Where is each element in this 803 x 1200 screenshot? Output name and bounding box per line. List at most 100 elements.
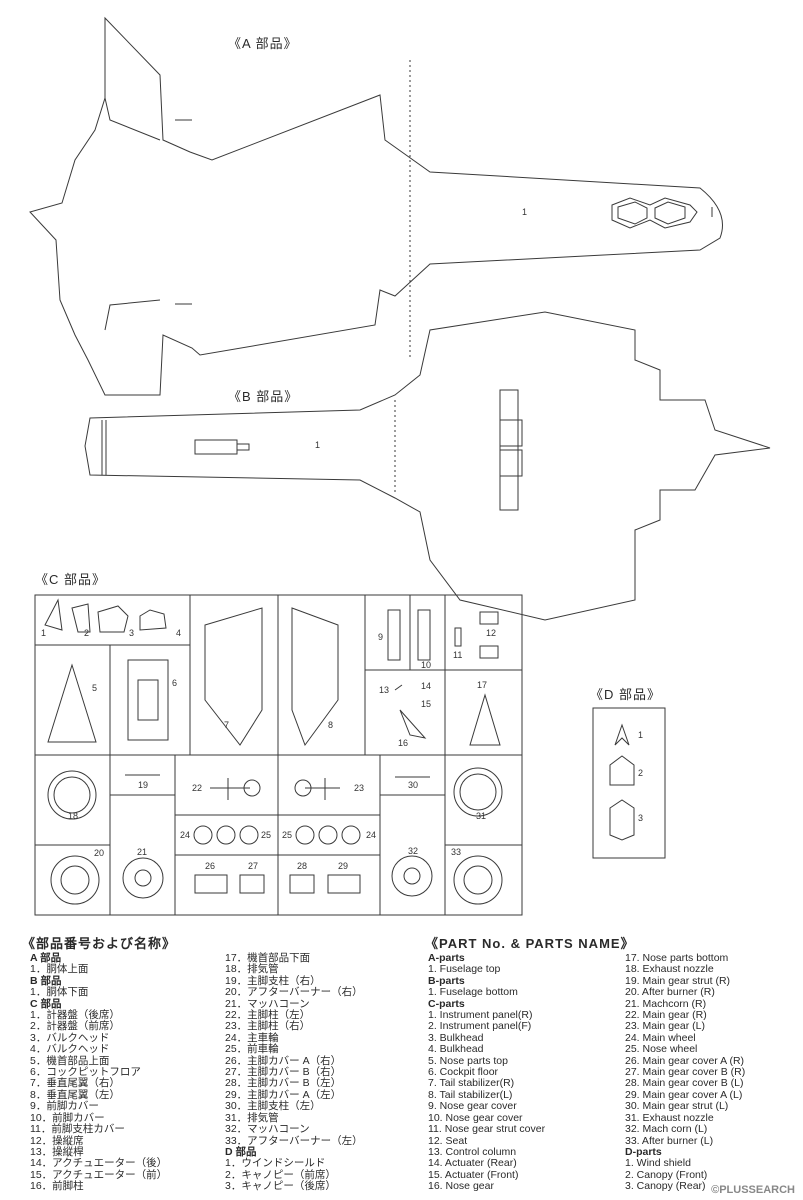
list-item: 21. Machcorn (R) [625, 997, 707, 1010]
part-number-c16: 16 [398, 738, 409, 748]
d-sprue-parts [609, 723, 635, 841]
part-number-c7: 7 [224, 720, 230, 730]
part-number-d1: 1 [638, 730, 644, 740]
part-number-c1: 1 [41, 628, 47, 638]
part-number-c25-right: 25 [282, 830, 293, 840]
part-number-c11: 11 [453, 650, 463, 660]
list-item: 1. Fuselage bottom [428, 986, 518, 999]
en-list-title: 《PART No. & PARTS NAME》 [425, 936, 635, 951]
part-number-c29: 29 [338, 861, 349, 871]
list-item: 32. Mach corn (L) [625, 1123, 708, 1136]
part-number-c30: 30 [408, 780, 419, 790]
list-heading: B 部品 [30, 974, 62, 987]
part-number-c25-left: 25 [261, 830, 272, 840]
list-item: 4. Bulkhead [428, 1043, 484, 1056]
list-item: 9．前脚カバー [30, 1100, 99, 1113]
list-item: 10．前脚カバー [30, 1111, 105, 1124]
part-number-c28: 28 [297, 861, 308, 871]
list-item: 19. Main gear strut (R) [625, 974, 731, 987]
section-label-d: 《D 部品》 [590, 687, 662, 702]
list-item: 23. Main gear (L) [625, 1020, 705, 1033]
list-item: 12. Seat [428, 1134, 468, 1147]
list-item: 28．主脚カバー B（左） [225, 1077, 342, 1090]
section-label-c: 《C 部品》 [35, 572, 107, 587]
part-number-c3: 3 [129, 628, 135, 638]
list-item: 2. Canopy (Front) [625, 1168, 708, 1181]
list-item: 19．主脚支柱（右） [225, 974, 321, 987]
list-item: 27．主脚カバー B（右） [225, 1066, 342, 1079]
list-item: 29. Main gear cover A (L) [625, 1088, 743, 1101]
list-heading: D 部品 [225, 1145, 257, 1158]
list-item: 30．主脚支柱（左） [225, 1100, 321, 1113]
list-item: 15. Actuater (Front) [428, 1168, 519, 1181]
list-heading: A-parts [428, 952, 465, 964]
part-number-c17: 17 [477, 680, 488, 690]
part-number-c24-left: 24 [180, 830, 191, 840]
part-number-a1: 1 [522, 207, 528, 217]
list-item: 7. Tail stabilizer(R) [428, 1077, 515, 1090]
list-item: 29．主脚カバー A（左） [225, 1088, 342, 1101]
list-item: 3. Bulkhead [428, 1031, 484, 1044]
list-item: 3．バルクヘッド [30, 1031, 110, 1044]
list-item: 11. Nose gear strut cover [428, 1123, 546, 1136]
part-number-c20: 20 [94, 848, 105, 858]
list-item: 14. Actuater (Rear) [428, 1157, 517, 1170]
list-item: 20．アフターバーナー（右） [225, 986, 363, 999]
list-item: 18. Exhaust nozzle [625, 963, 714, 976]
list-item: 1．計器盤（後席） [30, 1009, 120, 1022]
section-label-b: 《B 部品》 [228, 389, 299, 404]
list-item: 2. Instrument panel(F) [428, 1020, 532, 1033]
list-item: 6. Cockpit floor [428, 1066, 499, 1079]
list-item: 2．計器盤（前席） [30, 1020, 120, 1033]
list-item: 22. Main gear (R) [625, 1009, 707, 1022]
list-item: 26. Main gear cover A (R) [625, 1054, 745, 1067]
list-item: 2．キャノピー（前席） [225, 1168, 336, 1181]
list-item: 1. Fuselage top [428, 963, 501, 976]
list-item: 25. Nose wheel [625, 1043, 698, 1056]
list-heading: A 部品 [30, 952, 62, 964]
part-number-c13: 13 [379, 685, 390, 695]
list-item: 16. Nose gear [428, 1180, 494, 1193]
part-number-c10: 10 [421, 660, 432, 670]
list-item: 3. Canopy (Rear) [625, 1180, 706, 1193]
list-item: 25．前車輪 [225, 1043, 279, 1056]
part-number-c24-right: 24 [366, 830, 377, 840]
watermark: ©PLUSSEARCH [711, 1184, 795, 1196]
b-part-fuselage-bottom [84, 311, 771, 621]
list-item: 26．主脚カバー A（右） [225, 1054, 342, 1067]
part-number-c22: 22 [192, 783, 203, 793]
part-number-c31: 31 [476, 811, 487, 821]
list-item: 11．前脚支柱カバー [30, 1123, 125, 1136]
list-item: 22．主脚柱（左） [225, 1009, 311, 1022]
list-item: 21．マッハコーン [225, 997, 310, 1010]
list-item: 12．操縦席 [30, 1134, 84, 1147]
list-item: 1. Wind shield [625, 1157, 691, 1170]
list-heading: B-parts [428, 974, 465, 987]
list-item: 27. Main gear cover B (R) [625, 1066, 746, 1079]
list-item: 24．主車輪 [225, 1031, 279, 1044]
part-number-d3: 3 [638, 813, 644, 823]
part-number-c18: 18 [68, 811, 79, 821]
section-label-a: 《A 部品》 [228, 36, 298, 51]
list-item: 6．コックピットフロア [30, 1066, 141, 1079]
list-item: 13. Control column [428, 1145, 517, 1158]
list-item: 33．アフターバーナー（左） [225, 1134, 363, 1147]
part-number-c9: 9 [378, 632, 384, 642]
part-number-d2: 2 [638, 768, 644, 778]
jp-list-title: 《部品番号および名称》 [22, 936, 177, 951]
list-item: 28. Main gear cover B (L) [625, 1077, 744, 1090]
part-number-c5: 5 [92, 683, 98, 693]
list-item: 8. Tail stabilizer(L) [428, 1088, 513, 1101]
part-number-c27: 27 [248, 861, 259, 871]
list-item: 18．排気管 [225, 963, 279, 976]
list-item: 15．アクチュエーター（前） [30, 1168, 168, 1181]
part-number-c32: 32 [408, 846, 419, 856]
list-item: 9. Nose gear cover [428, 1100, 517, 1113]
c-sprue-runners [35, 595, 522, 915]
a-part-fuselage-top [29, 16, 723, 396]
part-number-c14: 14 [421, 681, 432, 691]
